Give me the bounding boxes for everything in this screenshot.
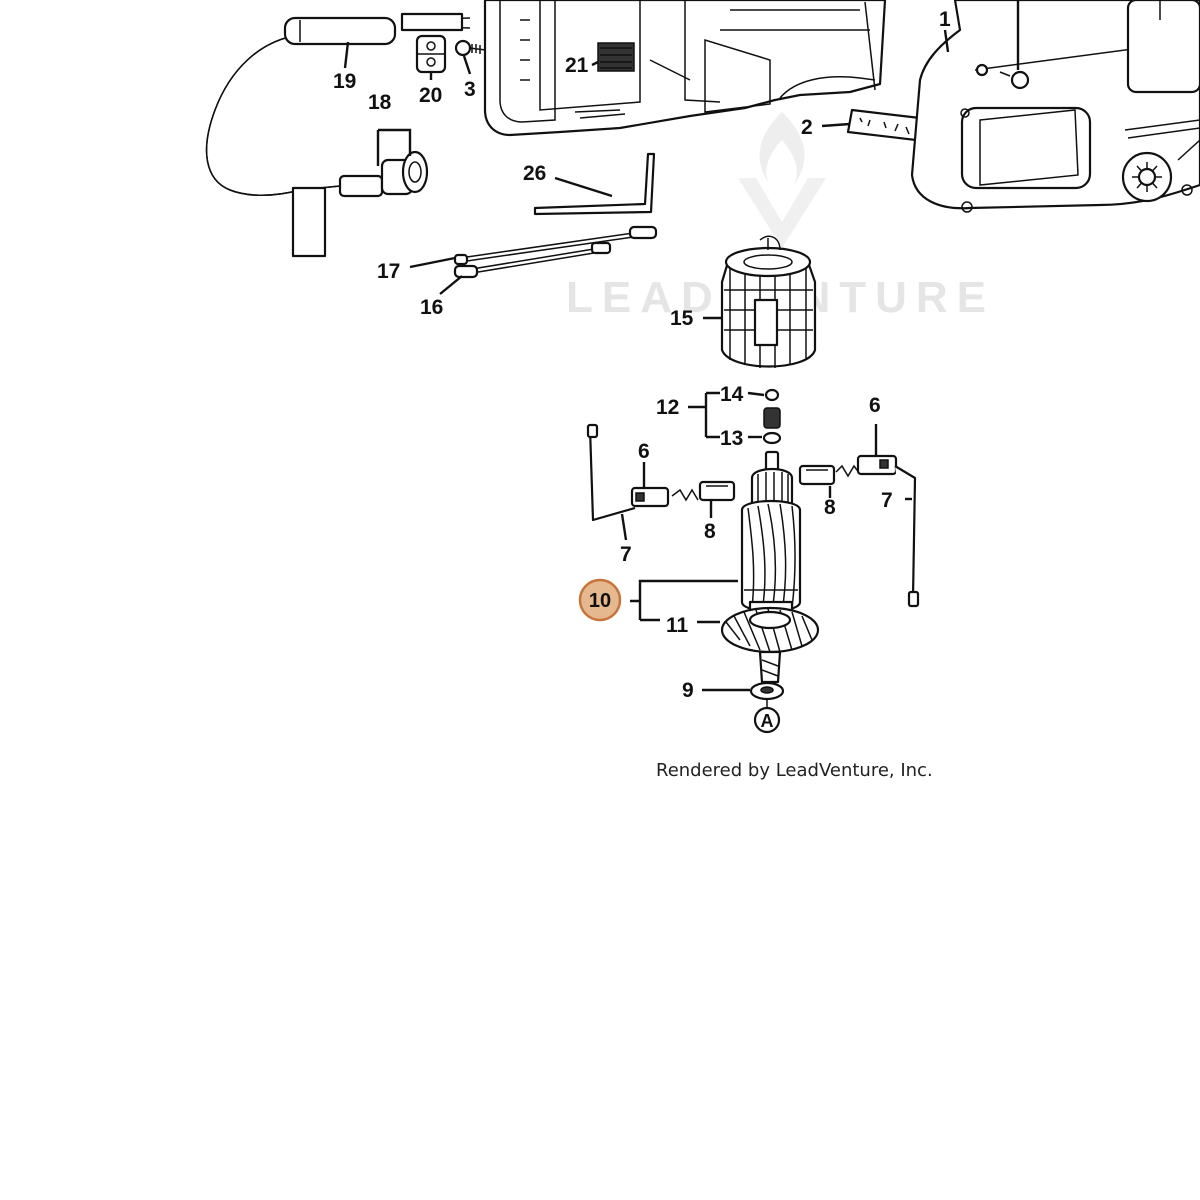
field-coil: 15 — [670, 235, 817, 368]
callout-12: 12 — [656, 396, 679, 419]
callout-6-left: 6 — [638, 440, 650, 463]
washer-9: 9 — [682, 679, 785, 702]
callout-11: 11 — [666, 614, 689, 637]
cord-grip — [283, 16, 397, 46]
carbon-brush-left — [698, 480, 736, 502]
callout-14: 14 — [720, 383, 744, 406]
bearing-group: 12 14 13 — [656, 383, 782, 450]
callout-20: 20 — [419, 84, 442, 107]
felt-pad: 2 — [801, 108, 922, 142]
callout-8-right: 8 — [824, 496, 836, 519]
callout-7-right: 7 — [881, 489, 893, 512]
carbon-brush-right — [798, 464, 836, 486]
power-cord — [205, 34, 341, 197]
callout-15: 15 — [670, 307, 694, 330]
bearing-13 — [763, 407, 781, 429]
housing-half: 1 — [910, 0, 1200, 213]
hex-key: 26 — [523, 152, 656, 216]
callout-17: 17 — [377, 260, 400, 283]
highlighted-callout-10[interactable]: 10 — [578, 578, 622, 622]
power-cord-assembly: 19 18 20 3 — [205, 12, 487, 258]
callout-8-left: 8 — [704, 520, 716, 543]
callout-3: 3 — [464, 78, 476, 101]
callout-19: 19 — [333, 70, 356, 93]
callout-10: 10 — [589, 590, 611, 612]
connection-wires: 17 16 — [377, 225, 658, 319]
screw-3 — [454, 39, 487, 57]
callout-16: 16 — [420, 296, 443, 319]
callout-6-right: 6 — [869, 394, 881, 417]
reference-marker-a: A — [753, 700, 781, 734]
cord-clamp — [415, 34, 447, 74]
callout-1: 1 — [939, 8, 951, 31]
callout-2: 2 — [801, 116, 813, 139]
callout-18: 18 — [368, 91, 392, 114]
callout-13: 13 — [720, 427, 743, 450]
reference-marker-label: A — [761, 711, 774, 731]
brush-holder-right — [856, 454, 898, 476]
armature: 11 — [630, 450, 820, 684]
right-brush-assembly: 6 8 7 — [798, 394, 920, 608]
callout-26: 26 — [523, 162, 546, 185]
left-brush-assembly: 6 8 7 — [586, 423, 736, 566]
callout-7-left: 7 — [620, 543, 632, 566]
watermark-flame-icon — [738, 112, 826, 248]
switch-plug — [338, 150, 429, 198]
render-credit: Rendered by LeadVenture, Inc. — [656, 760, 933, 781]
cord-tag — [291, 186, 327, 258]
housing-label — [597, 42, 635, 72]
callout-9: 9 — [682, 679, 694, 702]
callout-21: 21 — [565, 54, 589, 77]
highlight-circle[interactable] — [578, 578, 622, 622]
main-housing: 21 — [483, 0, 887, 137]
housing-screw — [975, 0, 1030, 90]
